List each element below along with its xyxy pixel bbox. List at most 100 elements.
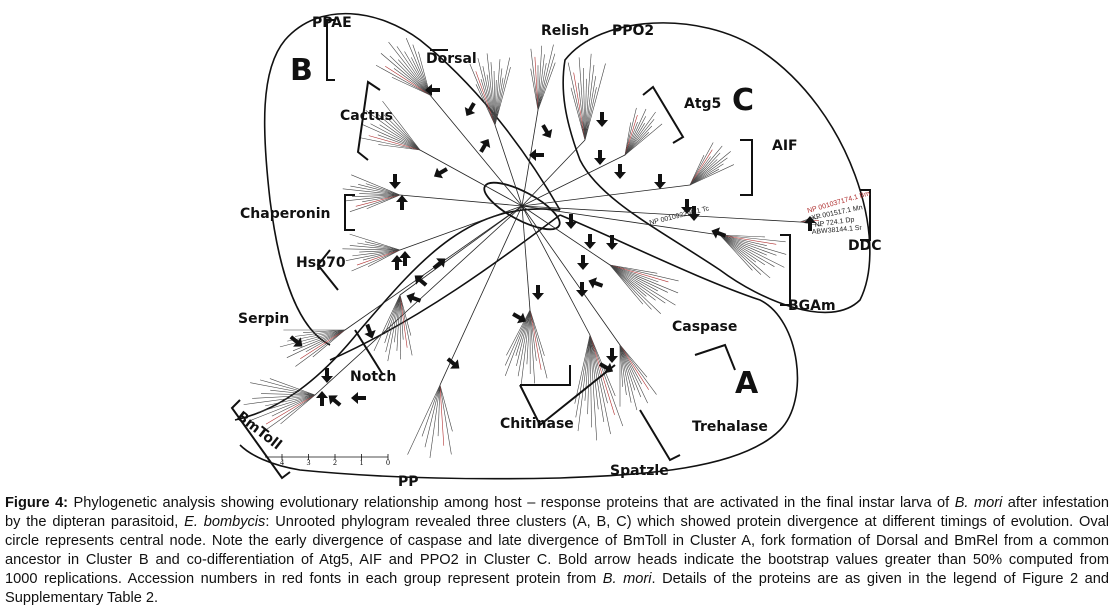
- clade-label-serpin: Serpin: [238, 311, 289, 327]
- caption-line: by the dipteran parasitoid, E. bombycis:…: [5, 513, 1109, 532]
- scale-tick-label: 0: [386, 458, 390, 467]
- leaf-branch: [475, 84, 496, 126]
- clade-label-notch: Notch: [350, 369, 396, 385]
- leaf-branch: [391, 76, 431, 96]
- cluster-outlines: [234, 12, 871, 480]
- bootstrap-arrow-icon: [316, 391, 328, 406]
- leaf-branch: [429, 384, 441, 458]
- cluster-label-b: B: [290, 53, 313, 88]
- leaf-branch: [269, 378, 316, 396]
- leaf-branch: [384, 294, 401, 344]
- leaf-branch: [537, 53, 556, 111]
- leaf-branch: [719, 234, 785, 268]
- bootstrap-arrows: [289, 84, 816, 407]
- bootstrap-arrow-icon: [577, 255, 589, 270]
- clade-bracket: [642, 85, 685, 144]
- leaf-branch: [359, 249, 401, 253]
- clade-bracket: [780, 234, 791, 306]
- caption-text: E. bombycis: [184, 514, 266, 531]
- leaf-branch: [399, 294, 408, 348]
- leaf-branch: [259, 379, 316, 396]
- clade-bracket: [230, 399, 291, 480]
- leaf-branch: [380, 53, 431, 96]
- clade-label-relish: Relish: [541, 23, 589, 39]
- leaf-branch: [366, 194, 401, 210]
- leaf-branch: [584, 53, 592, 141]
- leaf-branch: [529, 309, 548, 379]
- branch: [344, 205, 523, 331]
- leaf-branch: [349, 194, 401, 212]
- leaf-branch: [494, 77, 504, 126]
- leaf-branch: [299, 329, 346, 346]
- leaf-branch: [421, 384, 441, 437]
- clade-label-ppo2: PPO2: [612, 23, 654, 39]
- leaf-branch: [378, 144, 421, 151]
- leaf-branch: [584, 64, 595, 141]
- clade-bracket: [356, 80, 381, 161]
- leaf-branch: [534, 56, 539, 111]
- bootstrap-arrow-icon: [479, 138, 491, 153]
- leaf-branch: [494, 80, 497, 126]
- clade-bracket: [354, 329, 384, 376]
- leaf-branch: [609, 264, 669, 283]
- leaf-branch: [689, 156, 711, 186]
- leaf-branch: [609, 264, 652, 310]
- clade-labels: PPAE Dorsal Relish PPO2 Atg5 AIF DDC BGA…: [234, 15, 882, 490]
- clade-bracket: [860, 189, 871, 241]
- leaf-branch: [719, 234, 771, 279]
- bootstrap-arrow-icon: [391, 255, 403, 270]
- leaf-branch: [350, 185, 401, 196]
- leaf-branch: [624, 122, 632, 156]
- leaf-branch: [619, 344, 657, 395]
- scale-tick-label: 2: [333, 458, 337, 467]
- leaf-branch: [396, 46, 431, 96]
- branch: [399, 205, 523, 251]
- leaf-branch: [516, 309, 531, 367]
- leaf-branch: [345, 194, 401, 202]
- leaf-branch: [388, 41, 431, 96]
- leaf-branch: [578, 57, 586, 141]
- leaf-branch: [389, 55, 431, 96]
- leaf-branch: [609, 264, 647, 297]
- clade-bracket: [694, 343, 736, 371]
- caption-text: B. mori: [602, 571, 652, 588]
- leaf-branch: [624, 111, 656, 156]
- leaf-branch: [584, 78, 587, 141]
- leaf-branch: [719, 234, 766, 266]
- leaf-branch: [584, 76, 597, 141]
- leaf-branch: [624, 125, 653, 156]
- leaf-branch: [624, 123, 645, 156]
- branch: [521, 205, 801, 223]
- leaf-branch: [624, 116, 647, 156]
- caption-line: circle represents central node. Note the…: [5, 532, 1109, 551]
- leaf-branch: [719, 234, 753, 271]
- leaf-branch: [689, 152, 721, 186]
- leaf-branch: [342, 248, 401, 251]
- leaf-branch: [619, 344, 627, 396]
- leaf-branch: [719, 234, 762, 275]
- clade-label-bgam: BGAm: [788, 298, 836, 314]
- leaf-branch: [689, 157, 728, 186]
- bootstrap-arrow-icon: [688, 206, 700, 221]
- caption-text: Phylogenetic analysis showing evolutiona…: [68, 495, 955, 511]
- bootstrap-arrow-icon: [654, 174, 666, 189]
- leaf-branch: [477, 58, 496, 126]
- bootstrap-arrow-icon: [576, 282, 588, 297]
- leaf-branch: [424, 384, 441, 448]
- leaf-branch: [530, 48, 539, 111]
- leaf-branch: [351, 174, 401, 196]
- branch: [521, 184, 691, 207]
- caption-line: Supplementary Table 2.: [5, 589, 1109, 608]
- caption-line: ancestor in Cluster B and co-differentia…: [5, 551, 1109, 570]
- leaf-branch: [619, 344, 632, 403]
- bootstrap-arrow-icon: [584, 234, 596, 249]
- leaf-branch: [530, 68, 539, 111]
- bootstrap-arrow-icon: [541, 124, 553, 139]
- leaf-branch: [370, 123, 421, 151]
- leaf-branch: [368, 135, 421, 151]
- leaf-branch: [439, 384, 445, 446]
- leaf-branch: [399, 294, 401, 360]
- branch: [439, 205, 523, 386]
- leaf-branch: [582, 68, 586, 141]
- leaf-branch: [575, 334, 591, 418]
